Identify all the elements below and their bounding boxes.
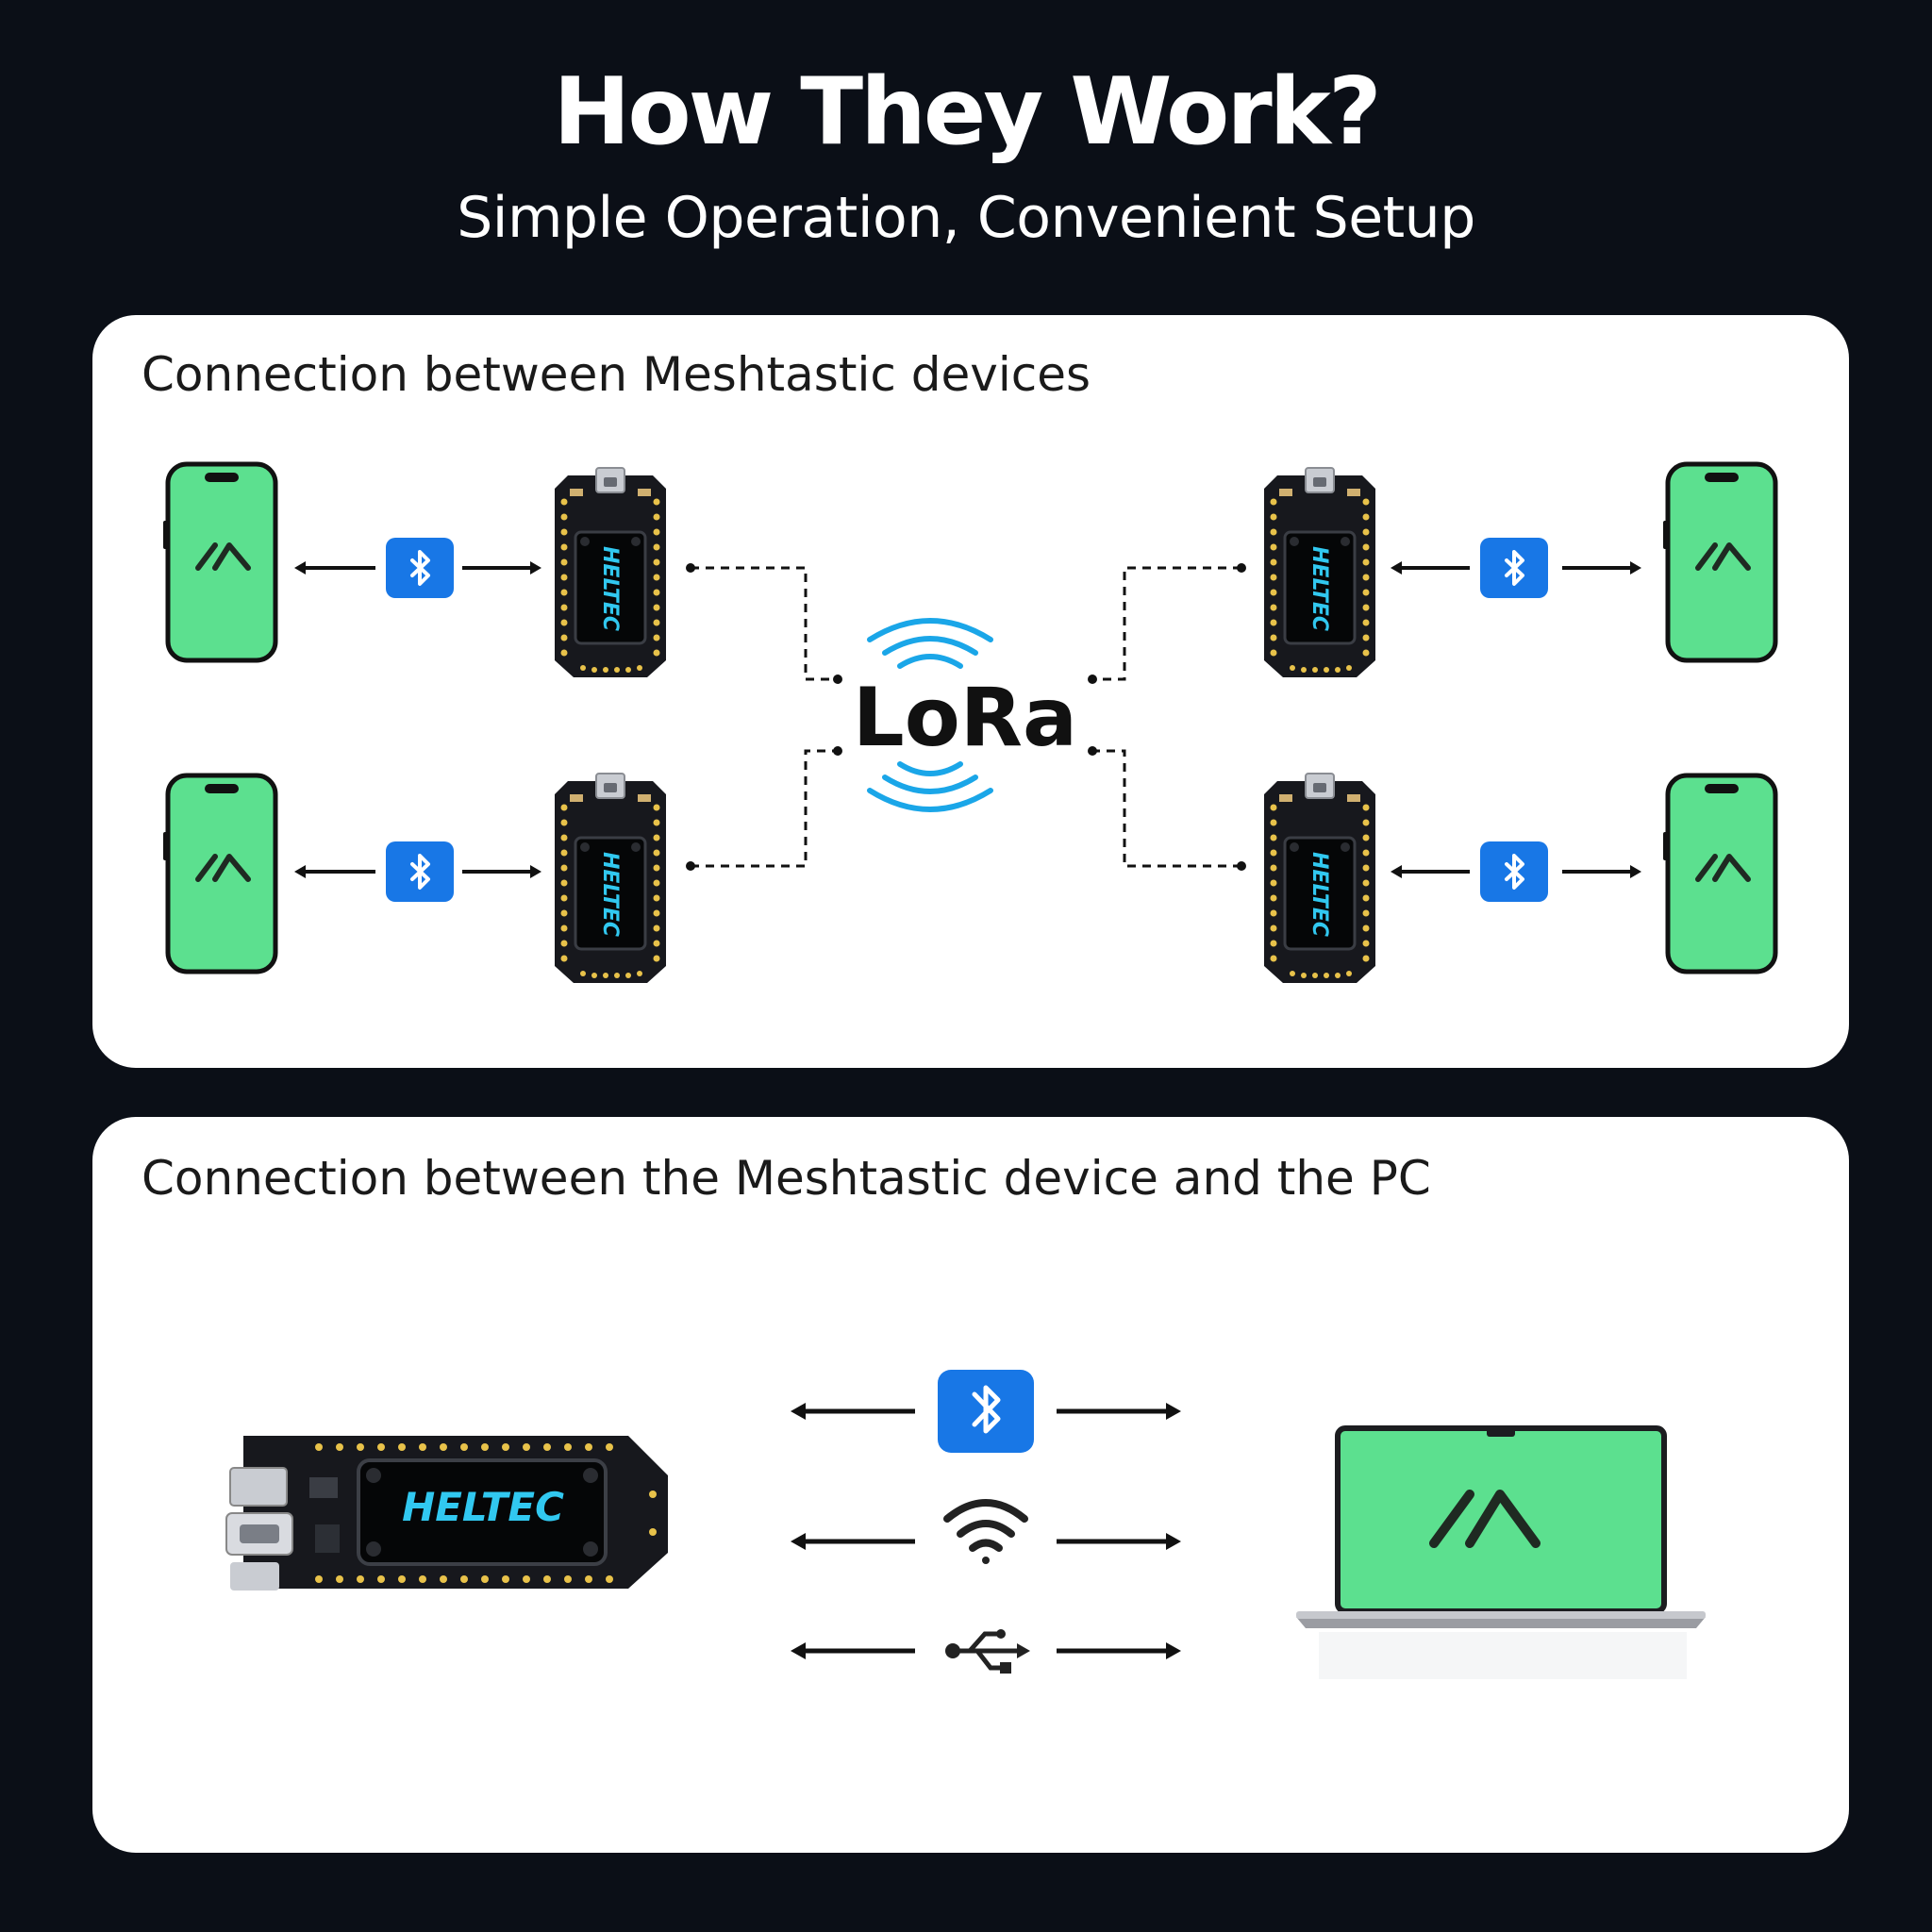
lora-label: LoRa [853, 671, 1077, 765]
bluetooth-link-arrows [294, 561, 1641, 878]
page-subtitle: Simple Operation, Convenient Setup [457, 185, 1475, 251]
panel-title-pc: Connection between the Meshtastic device… [142, 1151, 1431, 1206]
oled-brand-label: HELTEC [402, 1484, 564, 1530]
page-title: How They Work? [553, 58, 1381, 166]
link-endpoint-dots [686, 563, 1246, 871]
phone-icon [163, 464, 275, 660]
phone-icon [1663, 464, 1775, 660]
phone-icon [163, 775, 275, 972]
bluetooth-icon [1480, 841, 1548, 902]
wifi-icon [943, 1499, 1028, 1564]
heltec-board-icon [1262, 466, 1377, 679]
panel-title-mesh: Connection between Meshtastic devices [142, 347, 1091, 402]
bluetooth-icon [1480, 538, 1548, 598]
heltec-board-icon [553, 466, 668, 679]
bluetooth-icon [938, 1370, 1034, 1453]
heltec-board-icon: HELTEC [225, 1436, 668, 1591]
pc-link-arrows [791, 1403, 1181, 1659]
mesh-diagram: HELTEC [92, 315, 1849, 985]
phone-icon [1663, 775, 1775, 972]
lora-dashed-links [691, 566, 1241, 868]
mesh-connection-panel: Connection between Meshtastic devices [92, 315, 1849, 1068]
usb-icon [945, 1629, 1030, 1674]
bluetooth-icon [386, 841, 454, 902]
pc-diagram: HELTEC [225, 1370, 1706, 1679]
bluetooth-icon [386, 538, 454, 598]
lora-signal-icon [867, 618, 993, 812]
heltec-board-icon [1262, 772, 1377, 985]
heltec-board-icon [553, 772, 668, 985]
laptop-icon [1296, 1425, 1706, 1679]
pc-connection-panel: Connection between the Meshtastic device… [92, 1117, 1849, 1853]
